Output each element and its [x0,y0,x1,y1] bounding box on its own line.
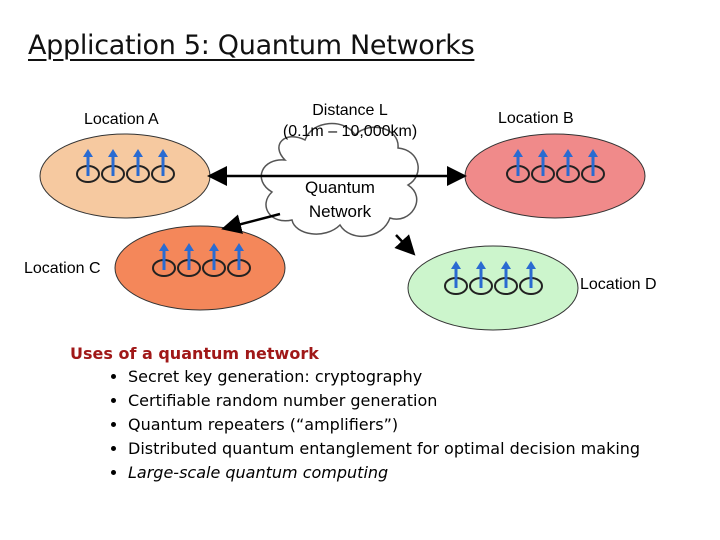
qubit-spin-icon [519,261,543,295]
qubit-spin-icon [126,149,150,183]
qubit-spin-icon [101,149,125,183]
quantum-network-label-line2: Network [308,202,372,221]
qubit-spin-icon [151,149,175,183]
qubits-location-c [152,243,251,277]
qubits-location-b [506,149,605,183]
location-b-node [464,133,646,219]
quantum-network-label-line1: Quantum [305,178,375,197]
qubit-spin-icon [202,243,226,277]
qubit-spin-icon [531,149,555,183]
qubits-location-a [76,149,175,183]
page-title: Application 5: Quantum Networks [28,30,475,61]
distance-label: Distance L (0.1m – 10,000km) [262,100,438,142]
location-d-label: Location D [580,276,657,293]
qubit-spin-icon [469,261,493,295]
link-arrow-cloud-c [221,212,281,234]
list-item: Certifiable random number generation [128,389,640,413]
uses-list: Secret key generation: cryptography Cert… [70,365,640,485]
qubits-location-d [444,261,543,295]
location-d-node [407,245,579,331]
location-a-node [39,133,211,219]
qubit-spin-icon [227,243,251,277]
list-item: Large-scale quantum computing [128,461,640,485]
list-item: Quantum repeaters (“amplifiers”) [128,413,640,437]
distance-label-line1: Distance L [312,102,388,119]
uses-section: Uses of a quantum network Secret key gen… [70,344,640,485]
qubit-spin-icon [444,261,468,295]
quantum-network-label: Quantum Network [290,176,390,224]
qubit-spin-icon [494,261,518,295]
qubit-spin-icon [76,149,100,183]
qubit-spin-icon [152,243,176,277]
list-item: Secret key generation: cryptography [128,365,640,389]
distance-label-line2: (0.1m – 10,000km) [282,123,418,140]
qubit-spin-icon [556,149,580,183]
location-c-label: Location C [24,260,101,277]
link-arrow-cloud-d [394,234,416,256]
location-a-label: Location A [84,111,159,128]
qubit-spin-icon [506,149,530,183]
qubit-spin-icon [581,149,605,183]
qubit-spin-icon [177,243,201,277]
uses-heading: Uses of a quantum network [70,344,319,363]
location-b-label: Location B [498,110,574,127]
list-item: Distributed quantum entanglement for opt… [128,437,640,461]
